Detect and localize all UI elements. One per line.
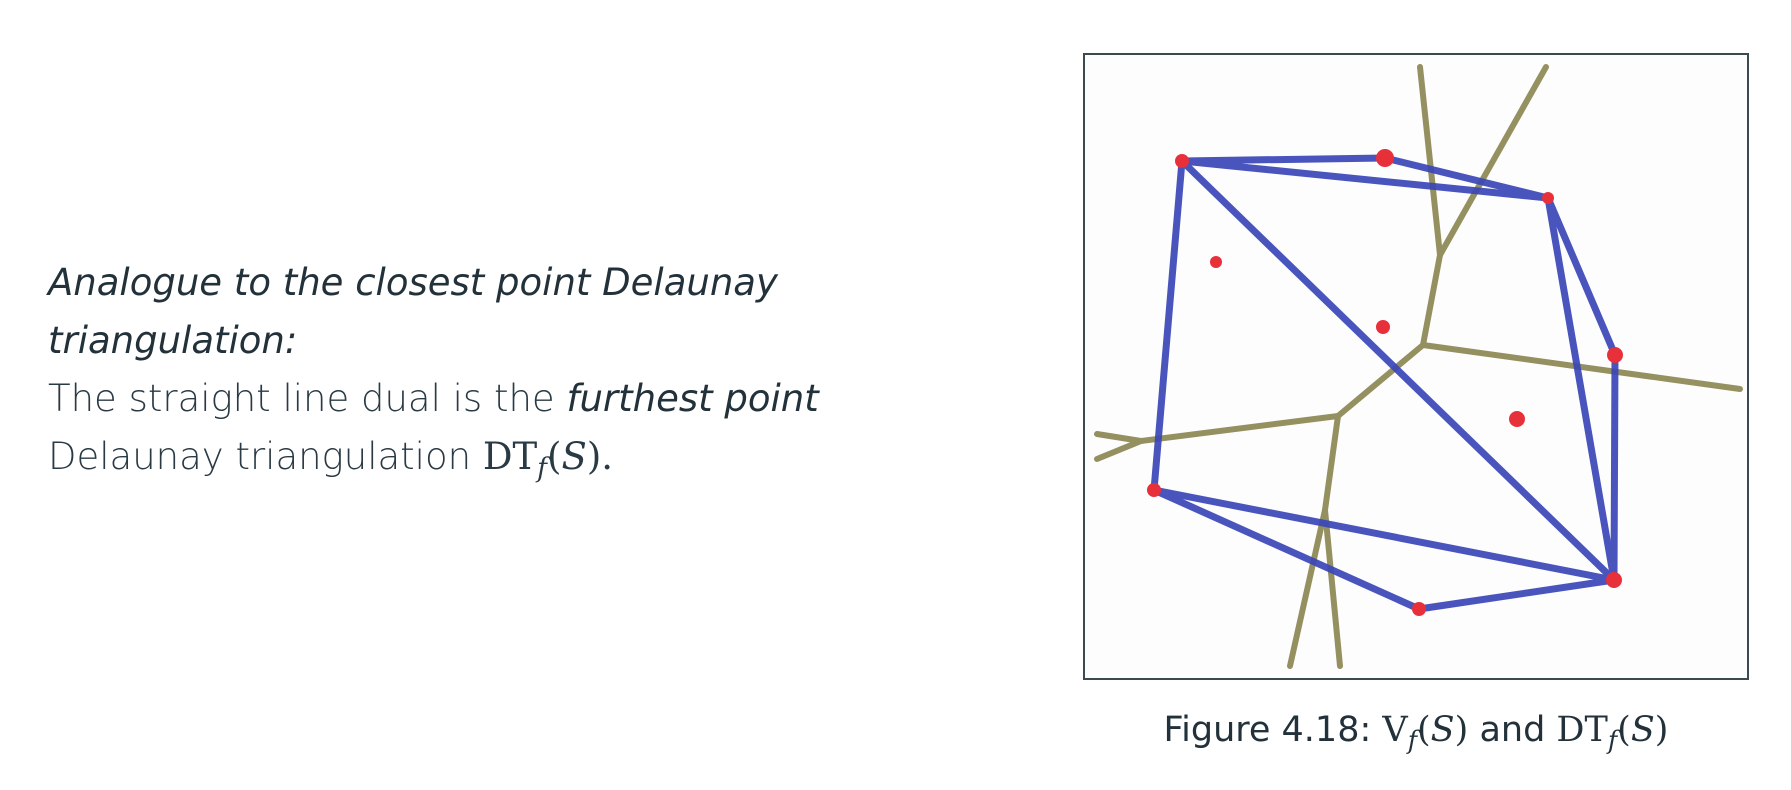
caption-open-paren2: ( bbox=[1617, 710, 1631, 750]
figure-caption: Figure 4.18: Vf(S) and DTf(S) bbox=[1083, 710, 1749, 755]
delaunay-edge bbox=[1150, 486, 1423, 613]
interior-point bbox=[1376, 320, 1390, 334]
math-dt: DT bbox=[482, 435, 538, 478]
caption-label: Figure 4.18: bbox=[1163, 710, 1372, 750]
caption-subscript-f2: f bbox=[1607, 725, 1618, 755]
hull-point bbox=[1376, 149, 1394, 167]
body-line2-text: Delaunay triangulation bbox=[48, 435, 483, 478]
body-line-1: The straight line dual is the furthest p… bbox=[48, 370, 888, 428]
caption-set-s2: S bbox=[1630, 710, 1655, 750]
voronoi-edge bbox=[1420, 342, 1743, 392]
voronoi-edge bbox=[1322, 507, 1343, 669]
hull-point bbox=[1606, 572, 1622, 588]
interior-point bbox=[1509, 411, 1525, 427]
math-open-paren: ( bbox=[547, 435, 562, 478]
furthest-point-voronoi-edges bbox=[1094, 64, 1743, 669]
interior-point bbox=[1210, 256, 1222, 268]
voronoi-edge bbox=[1322, 413, 1341, 513]
voronoi-edge bbox=[1287, 507, 1328, 669]
voronoi-delaunay-figure bbox=[1094, 64, 1743, 669]
delaunay-edge bbox=[1415, 576, 1618, 613]
figure-frame bbox=[1083, 53, 1749, 680]
caption-dt: DT bbox=[1556, 710, 1608, 750]
delaunay-edge bbox=[1178, 157, 1552, 202]
voronoi-edge bbox=[1094, 431, 1144, 444]
furthest-point-delaunay-edges bbox=[1150, 154, 1619, 613]
caption-v: V bbox=[1382, 710, 1408, 750]
voronoi-edge bbox=[1417, 64, 1443, 258]
delaunay-edge bbox=[1150, 486, 1618, 584]
caption-math-vf: Vf(S) bbox=[1382, 710, 1469, 755]
body-prefix: The straight line dual is the bbox=[48, 377, 567, 420]
math-subscript-f: f bbox=[537, 452, 548, 484]
hull-point bbox=[1607, 347, 1623, 363]
caption-set-s: S bbox=[1430, 710, 1455, 750]
delaunay-edge bbox=[1178, 154, 1389, 165]
slide-text: Analogue to the closest point Delaunay t… bbox=[48, 254, 888, 498]
delaunay-edge bbox=[1178, 157, 1618, 584]
voronoi-edge bbox=[1094, 438, 1144, 462]
delaunay-edge bbox=[1610, 351, 1619, 584]
voronoi-edge bbox=[1335, 342, 1426, 419]
hull-point bbox=[1147, 483, 1161, 497]
caption-close-paren2: ) bbox=[1654, 710, 1669, 750]
body-line-2: Delaunay triangulation DTf(S). bbox=[48, 428, 888, 498]
delaunay-edge bbox=[1150, 157, 1186, 494]
voronoi-edge bbox=[1420, 252, 1443, 348]
heading-line-1: Analogue to the closest point Delaunay bbox=[48, 261, 778, 304]
delaunay-edge bbox=[1544, 194, 1618, 584]
hull-point bbox=[1542, 192, 1554, 204]
math-close-paren: ). bbox=[586, 435, 614, 478]
caption-subscript-f: f bbox=[1407, 725, 1418, 755]
voronoi-edge bbox=[1437, 64, 1549, 258]
caption-math-dtf: DTf(S) bbox=[1556, 710, 1669, 755]
math-dtf-s: DTf(S). bbox=[482, 435, 614, 484]
delaunay-edge bbox=[1544, 194, 1619, 359]
math-set-s: S bbox=[561, 435, 587, 478]
voronoi-edge bbox=[1138, 413, 1341, 444]
caption-and: and bbox=[1468, 710, 1557, 750]
body-emphasis: furthest point bbox=[566, 377, 819, 420]
delaunay-edge bbox=[1381, 154, 1552, 202]
point-set bbox=[1147, 149, 1623, 616]
hull-point bbox=[1412, 602, 1426, 616]
hull-point bbox=[1175, 154, 1189, 168]
heading-line-2: triangulation: bbox=[48, 319, 298, 362]
caption-close-paren: ) bbox=[1454, 710, 1469, 750]
caption-open-paren: ( bbox=[1417, 710, 1431, 750]
